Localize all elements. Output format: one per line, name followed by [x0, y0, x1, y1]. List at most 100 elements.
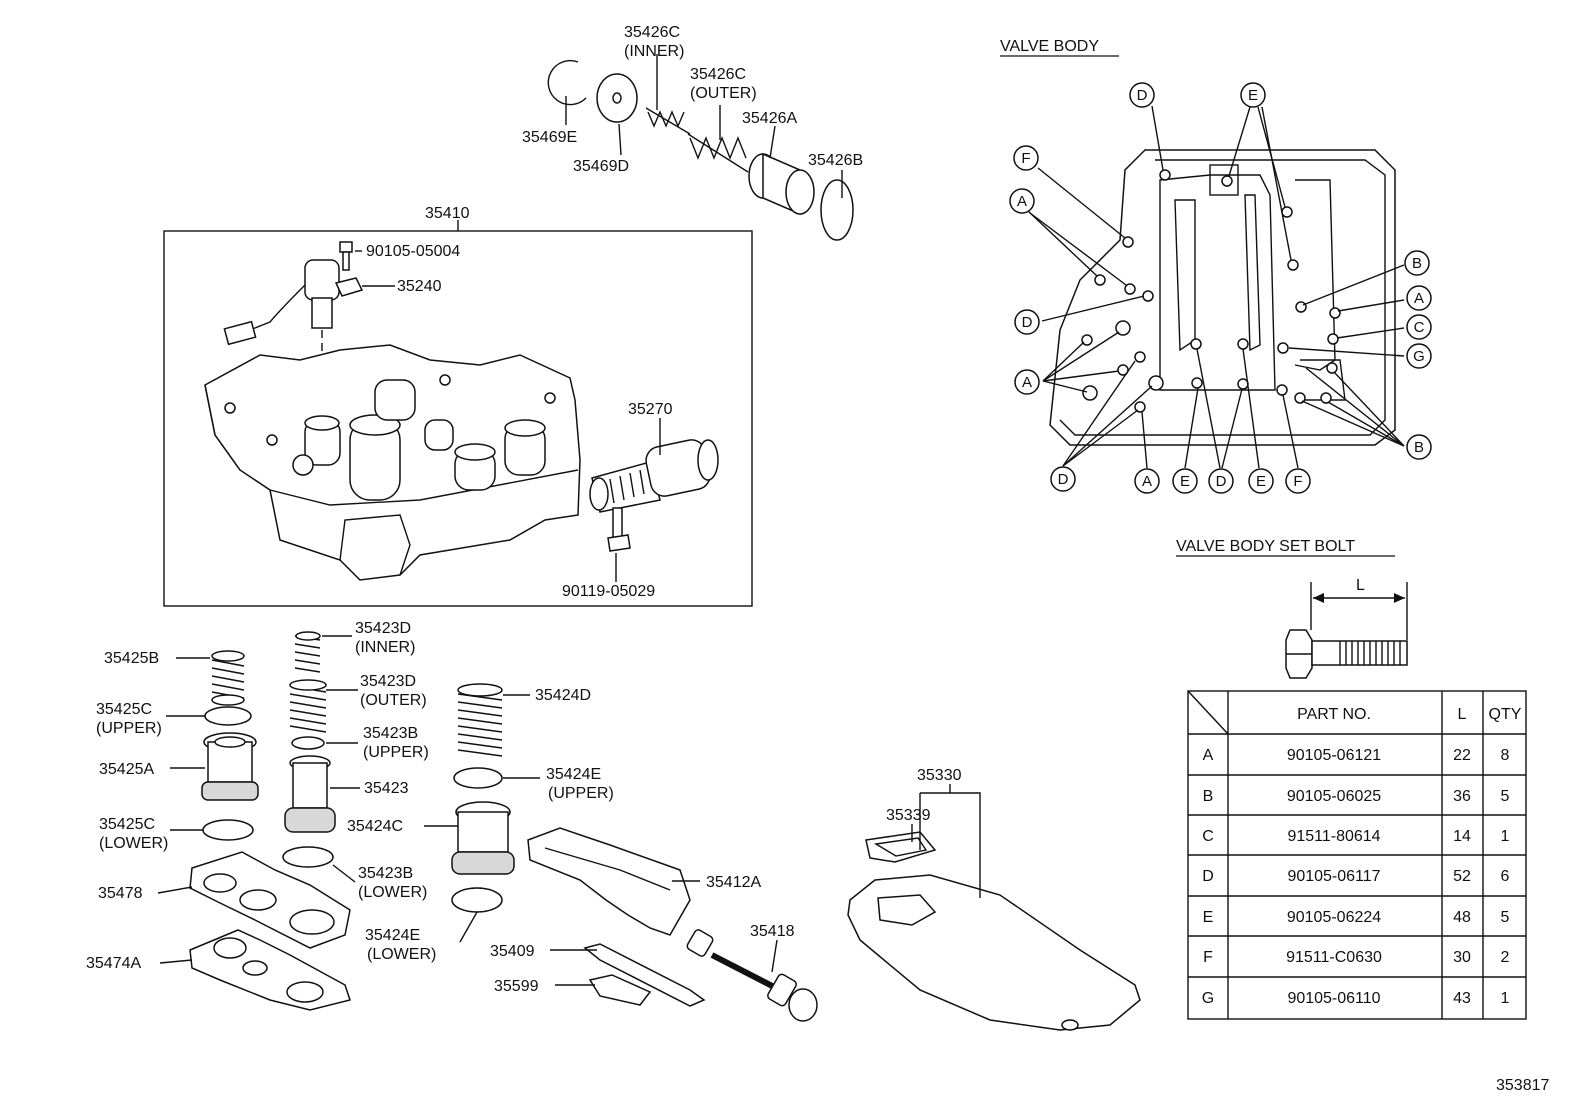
- marker-a-left-lower: A: [1014, 369, 1040, 395]
- strainer-35330: [847, 874, 1141, 1031]
- callout-90119-05029: 90119-05029: [562, 583, 655, 600]
- bolt-length-label: L: [1356, 577, 1365, 594]
- solenoid-35240: [223, 259, 340, 420]
- o-ring-35424e-lower: [451, 887, 503, 913]
- callout-35599: 35599: [494, 978, 539, 995]
- marker-f-left: F: [1013, 145, 1039, 171]
- set-bolt-section: VALVE BODY SET BOLT L: [1176, 538, 1408, 679]
- header-qty: QTY: [1489, 706, 1522, 723]
- svg-text:E: E: [1248, 87, 1258, 104]
- valve-body-markers: D E F A D A D A E D E F B A C G B: [1009, 82, 1432, 494]
- cylinder-35423: [284, 755, 336, 833]
- marker-d-left: D: [1014, 309, 1040, 335]
- bolt-drawing: [1285, 629, 1408, 679]
- callout-35423: 35423: [364, 780, 409, 797]
- callout-35426a: 35426A: [742, 110, 797, 127]
- callout-35339: 35339: [886, 807, 931, 824]
- table-row: A 90105-06121 22 8: [1203, 747, 1510, 764]
- svg-text:E: E: [1203, 909, 1214, 926]
- callout-35426c-inner: 35426C: [624, 24, 680, 41]
- gasket-35339: [865, 831, 937, 863]
- bolt-90119-05029: [607, 507, 631, 552]
- callout-35425c-lower-sub: (LOWER): [99, 835, 168, 852]
- svg-text:43: 43: [1453, 990, 1471, 1007]
- spring-35423d-inner: [294, 631, 321, 673]
- callout-35426c-outer-sub: (OUTER): [690, 85, 757, 102]
- callout-90105-05004: 90105-05004: [366, 243, 460, 260]
- svg-text:5: 5: [1501, 788, 1510, 805]
- table-row: C 91511-80614 14 1: [1202, 828, 1509, 845]
- svg-text:5: 5: [1501, 909, 1510, 926]
- callout-35423d-outer: 35423D: [360, 673, 416, 690]
- svg-text:36: 36: [1453, 788, 1471, 805]
- marker-d-bottom: D: [1208, 468, 1234, 494]
- svg-text:A: A: [1203, 747, 1214, 764]
- callout-35423d-inner: 35423D: [355, 620, 411, 637]
- svg-text:A: A: [1017, 193, 1027, 210]
- plate-35474a: [189, 929, 351, 1011]
- callout-35424e-upper: 35424E: [546, 766, 601, 783]
- callout-35423d-outer-sub: (OUTER): [360, 692, 427, 709]
- svg-text:F: F: [1203, 949, 1213, 966]
- callout-35426c-outer: 35426C: [690, 66, 746, 83]
- valve-body-view: VALVE BODY: [1000, 38, 1432, 494]
- marker-e-bottom-2: E: [1248, 468, 1274, 494]
- bolt-90105-05004: [334, 241, 364, 297]
- callout-35425b: 35425B: [104, 650, 159, 667]
- callout-35410: 35410: [425, 205, 470, 222]
- o-ring-35425c-lower: [202, 819, 254, 841]
- svg-text:C: C: [1202, 828, 1214, 845]
- svg-text:E: E: [1180, 473, 1190, 490]
- callout-35478: 35478: [98, 885, 143, 902]
- callout-35423b-lower-sub: (LOWER): [358, 884, 427, 901]
- solenoid-35270: [589, 439, 719, 513]
- svg-text:G: G: [1202, 990, 1214, 1007]
- callout-35426b: 35426B: [808, 152, 863, 169]
- bolt-table: PART NO. L QTY A 90105-06121 22 8 B 9010…: [1187, 690, 1527, 1020]
- svg-text:A: A: [1414, 290, 1424, 307]
- cylinder-35425a: [201, 732, 259, 801]
- svg-text:90105-06110: 90105-06110: [1287, 990, 1380, 1007]
- callout-35424c: 35424C: [347, 818, 403, 835]
- table-row: B 90105-06025 36 5: [1203, 788, 1510, 805]
- callout-35469e: 35469E: [522, 129, 577, 146]
- svg-text:90105-06121: 90105-06121: [1287, 747, 1381, 764]
- accumulator-group: [547, 59, 854, 241]
- svg-text:B: B: [1412, 255, 1422, 272]
- svg-text:30: 30: [1453, 949, 1471, 966]
- callout-35426c-inner-sub: (INNER): [624, 43, 684, 60]
- svg-text:14: 14: [1453, 828, 1471, 845]
- cylinder-35424c: [451, 801, 515, 875]
- stack-35423: [282, 631, 336, 868]
- callout-35424e-lower-sub: (LOWER): [367, 946, 436, 963]
- svg-text:1: 1: [1501, 828, 1510, 845]
- callout-35423d-inner-sub: (INNER): [355, 639, 415, 656]
- marker-g-right: G: [1406, 343, 1432, 369]
- header-part-no: PART NO.: [1297, 706, 1371, 723]
- svg-text:F: F: [1293, 473, 1302, 490]
- spring-35425b: [211, 650, 245, 706]
- svg-text:90105-06224: 90105-06224: [1287, 909, 1381, 926]
- stack-35424: [451, 683, 515, 913]
- marker-d-top: D: [1129, 82, 1155, 108]
- svg-text:F: F: [1021, 150, 1030, 167]
- marker-b-right-lower: B: [1406, 434, 1432, 460]
- valve-body-bolt-holes: [1081, 169, 1341, 413]
- svg-text:A: A: [1022, 374, 1032, 391]
- gasket-35478: [189, 851, 351, 949]
- spring-35424d: [457, 683, 503, 757]
- valve-35418: [686, 929, 818, 1022]
- marker-a-bottom: A: [1134, 468, 1160, 494]
- callout-35474a: 35474A: [86, 955, 141, 972]
- table-row: D 90105-06117 52 6: [1202, 868, 1509, 885]
- svg-text:E: E: [1256, 473, 1266, 490]
- svg-text:B: B: [1414, 439, 1424, 456]
- valve-body-leaders: [1027, 105, 1405, 469]
- callout-35240: 35240: [397, 278, 442, 295]
- table-row: G 90105-06110 43 1: [1202, 990, 1510, 1007]
- marker-e-top: E: [1240, 82, 1266, 108]
- o-ring-35425c-upper: [204, 706, 252, 726]
- svg-text:48: 48: [1453, 909, 1471, 926]
- valve-body-lower-35412a: [527, 827, 691, 936]
- figure-id: 353817: [1496, 1077, 1549, 1094]
